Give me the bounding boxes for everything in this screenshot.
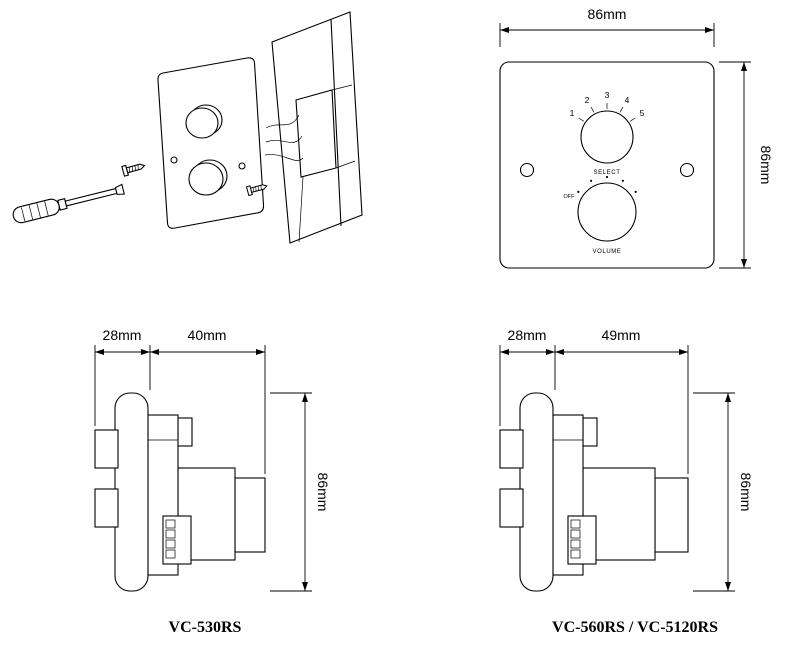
front-depth-label: 28mm (103, 327, 142, 343)
depth-dimensions: 28mm 49mm (499, 327, 689, 474)
screw-hole-right (679, 162, 695, 178)
screwdriver-icon (12, 183, 125, 224)
front-view: 86mm 86mm 1 2 3 4 5 S (470, 0, 800, 300)
volume-knob: OFF VOLUME (564, 175, 637, 255)
select-knob: 1 2 3 4 5 SELECT (570, 90, 645, 176)
faceplate-drawing (157, 57, 265, 229)
width-dimension: 86mm (499, 6, 715, 47)
side-view-vc560rs: 28mm 49mm 86mm VC-560RS / VC-5120RS (460, 320, 800, 656)
front-height-label: 86mm (758, 146, 774, 185)
screw-icon (121, 163, 146, 177)
installation-drawing (12, 11, 363, 244)
off-label: OFF (564, 194, 576, 200)
model-label-vc560rs: VC-560RS / VC-5120RS (552, 619, 718, 636)
rear-depth-label: 49mm (602, 327, 641, 343)
side-height-label: 86mm (315, 473, 331, 512)
select-scale-number: 4 (625, 95, 630, 105)
wall-box-drawing (271, 11, 363, 244)
side-view-vc530rs: 28mm 40mm 86mm VC-530RS (60, 320, 360, 656)
side-height-label: 86mm (738, 473, 754, 512)
faceplate-front (499, 61, 715, 269)
installation-exploded-view (0, 0, 400, 312)
height-dimension: 86mm (719, 61, 774, 269)
front-view-drawing: 86mm 86mm 1 2 3 4 5 S (499, 6, 774, 269)
rear-depth-label: 40mm (188, 327, 227, 343)
screw-hole-left (519, 162, 535, 178)
height-dimension: 86mm (693, 392, 754, 592)
select-scale-number: 5 (640, 108, 645, 118)
model-label-vc530rs: VC-530RS (169, 619, 242, 636)
select-scale-number: 2 (585, 95, 590, 105)
wires-drawing (264, 114, 304, 161)
height-dimension: 86mm (270, 392, 331, 592)
volume-label: VOLUME (593, 249, 622, 255)
side-view-drawing-530: 28mm 40mm 86mm VC-530RS (94, 327, 331, 636)
select-scale-number: 1 (570, 108, 575, 118)
unit-profile (499, 392, 689, 592)
unit-profile (94, 392, 266, 592)
select-scale-number: 3 (605, 90, 610, 100)
side-view-drawing-560: 28mm 49mm 86mm VC-560RS / VC-5120RS (499, 327, 754, 636)
select-label: SELECT (594, 170, 621, 176)
front-depth-label: 28mm (508, 327, 547, 343)
screw-icon (245, 184, 268, 197)
front-width-label: 86mm (588, 6, 627, 22)
depth-dimensions: 28mm 40mm (94, 327, 266, 474)
